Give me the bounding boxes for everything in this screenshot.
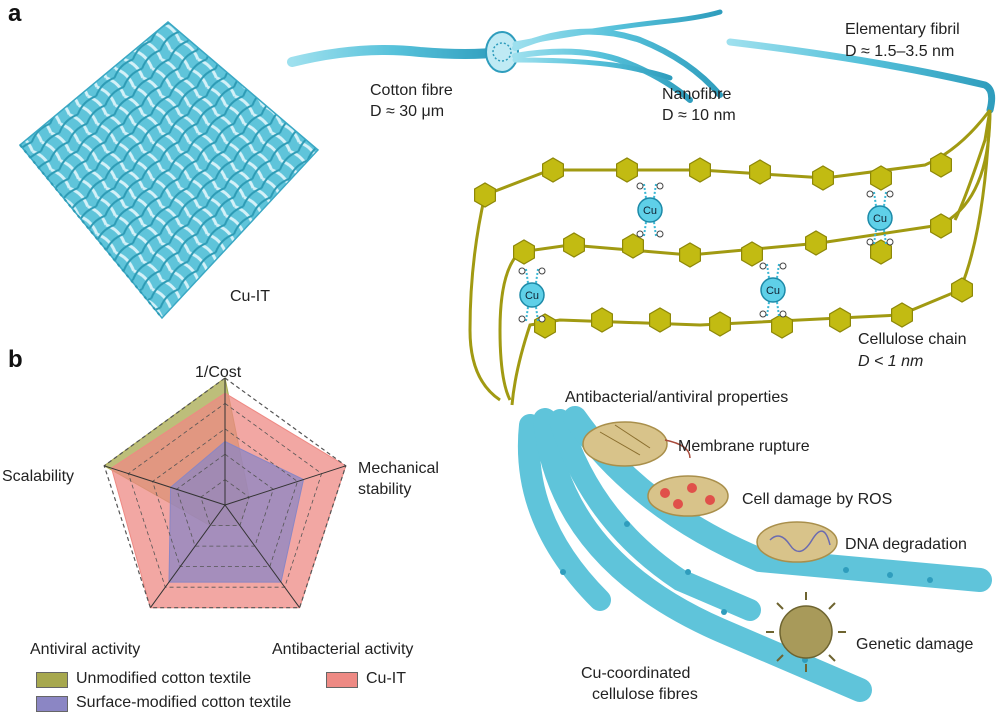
radar-axis-label: Antiviral activity [30,641,141,658]
glucose-unit-hexagon [929,213,953,239]
radar-spoke [224,465,346,506]
cotton-fibre-size: D ≈ 30 μm [370,103,445,120]
cotton-fibre-label: Cotton fibre [370,82,453,99]
glucose-unit-hexagon [512,239,536,265]
glucose-unit-hexagon [770,313,794,339]
elementary-fibril-size: D ≈ 1.5–3.5 nm [845,43,955,60]
radar-grid-ring [152,428,298,567]
panel-label-b: b [8,346,23,373]
radar-chart [103,377,347,609]
cu-ion-label: Cu [643,205,657,217]
cu-ion-label: Cu [525,290,539,302]
glucose-unit-hexagon [474,182,496,208]
glucose-unit-hexagon [811,165,835,191]
nanofibre-illustration [512,9,723,103]
elementary-fibril-label: Elementary fibril [845,21,960,38]
glucose-unit-hexagon [648,307,672,333]
glucose-unit-hexagon [890,302,914,328]
glucose-unit-hexagon [804,230,828,256]
panel-label-a: a [8,0,22,27]
legend-label-cu-it: Cu-IT [366,670,406,687]
cu-it-textile [18,21,320,320]
nanofibre-size: D ≈ 10 nm [662,107,736,124]
glucose-unit-hexagon [615,157,639,183]
glucose-unit-hexagon [678,242,702,268]
radar-spoke [224,504,301,608]
radar-grid-ring [200,479,250,526]
glucose-unit-hexagon [748,159,772,185]
radar-grid-ring [103,377,347,609]
legend-label-surface-modified: Surface-modified cotton textile [76,694,292,711]
radar-grid-ring [127,402,323,588]
glucose-unit-hexagon [869,165,893,191]
mechanism-dna-degradation: DNA degradation [845,536,967,553]
glucose-unit-hexagon [828,307,852,333]
cu-ion: Cu [636,182,664,238]
cellulose-chain-label: Cellulose chain [858,331,967,348]
legend-swatch-surface-modified [36,696,68,712]
bacterium-dna-degradation [756,521,838,563]
radar-axis-label: 1/Cost [195,364,242,381]
radar-spoke [104,465,226,506]
cotton-fibre-illustration [287,31,519,73]
mechanism-membrane-rupture: Membrane rupture [678,438,810,455]
glucose-unit-hexagon [541,157,565,183]
glucose-unit-hexagon [621,233,645,259]
glucose-unit-hexagon [708,311,732,337]
radar-axis-label: stability [358,481,412,498]
radar-axis-label: Antibacterial activity [272,641,414,658]
properties-title: Antibacterial/antiviral properties [565,389,789,406]
nanofibre-label: Nanofibre [662,86,732,103]
mechanism-ros: Cell damage by ROS [742,491,893,508]
cu-ion: Cu [518,267,546,323]
mechanism-genetic-damage: Genetic damage [856,636,974,653]
glucose-unit-hexagon [562,232,586,258]
cellulose-chain-size: D < 1 nm [858,353,924,370]
glucose-unit-hexagon [950,277,974,303]
elementary-fibril-illustration [726,38,996,114]
legend-label-unmodified: Unmodified cotton textile [76,670,252,687]
bacterium-membrane-rupture [582,421,691,467]
cu-ion: Cu [866,190,894,246]
glucose-unit-hexagon [740,241,764,267]
radar-axis-label: Scalability [2,468,75,485]
cu-ion-label: Cu [873,213,887,225]
bacterium-genetic-damage [766,592,846,672]
glucose-unit-hexagon [590,307,614,333]
radar-axis-label: Mechanical [358,460,439,477]
legend-swatch-cu-it [326,672,358,688]
cu-ion: Cu [759,262,787,318]
glucose-unit-hexagon [869,239,893,265]
cu-ion-label: Cu [766,285,780,297]
fibres-label-line2: cellulose fibres [592,686,698,703]
radar-grid-ring [176,453,274,547]
bacterium-ros-damage [647,475,729,517]
cellulose-chains [468,109,992,406]
cu-it-label: Cu-IT [230,288,270,305]
legend-swatch-unmodified [36,672,68,688]
glucose-unit-hexagon [688,157,712,183]
fibres-label-line1: Cu-coordinated [581,665,691,682]
radar-spoke [149,504,226,608]
glucose-unit-hexagon [929,152,953,178]
radar-series-2 [168,440,305,583]
